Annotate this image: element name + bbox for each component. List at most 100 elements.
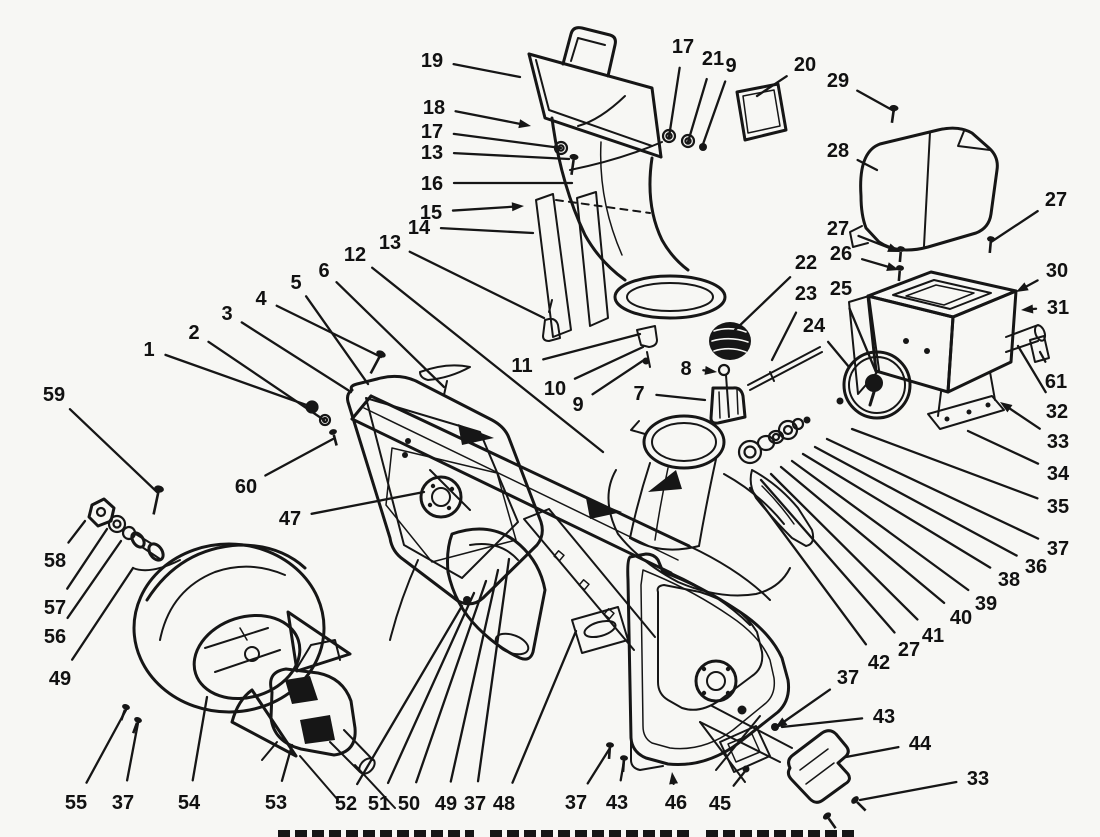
callout-57: 57 [44,597,66,619]
side-panel [606,552,790,773]
callout-22: 22 [795,252,817,274]
leader-line-21 [686,77,708,144]
callout-49: 49 [435,793,457,815]
leader-line-37 [825,437,1040,540]
bolt-icon [897,246,905,263]
bolt-icon [987,236,995,254]
leader-line-49 [449,568,500,783]
drive-wheel [836,350,912,420]
callout-35: 35 [1047,496,1069,518]
callout-6: 6 [318,260,329,282]
impeller-cover [389,469,547,661]
leader-line-40 [779,465,946,605]
callout-33: 33 [1047,431,1069,453]
callout-34: 34 [1047,463,1070,485]
callout-42: 42 [868,652,890,674]
leader-line-9 [591,358,646,396]
cutoff-caption-fragment [706,830,854,837]
leader-line-6 [335,281,446,389]
leader-line-27 [989,209,1039,244]
leader-line-27 [857,234,890,249]
leader-arrowhead-8 [704,366,717,375]
callout-17: 17 [672,36,694,58]
leader-line-13 [452,151,571,161]
discharge-chute [527,26,727,368]
leader-line-19 [452,63,522,79]
callout-13: 13 [379,232,401,254]
leader-line-20 [755,75,788,98]
callout-56: 56 [44,626,66,648]
callout-52: 52 [335,793,357,815]
leader-line-1 [164,353,314,409]
skid-brackets [699,705,867,830]
leader-line-29 [856,89,896,113]
leader-line-47 [310,490,426,515]
leader-line-48 [511,629,578,784]
leader-arrowhead-46 [669,772,679,785]
callout-15: 15 [420,202,442,224]
leader-line-55 [85,708,128,784]
bolt-icon [896,265,904,282]
callout-19: 19 [421,50,443,72]
leader-line-7 [655,393,707,402]
callout-5: 5 [290,272,301,294]
leader-line-56 [66,539,123,620]
leader-line-17 [667,66,681,139]
leader-arrowhead-31 [1021,304,1034,314]
bolt-icon [329,429,338,446]
body-outline [607,469,791,597]
callout-12: 12 [344,244,366,266]
engine-cover [849,104,999,252]
leader-line-58 [67,519,87,544]
leader-arrowhead-37 [775,717,788,728]
callout-40: 40 [950,607,972,629]
leader-line-11 [542,332,642,361]
leader-line-34 [966,429,1040,465]
leader-line-37 [586,746,612,785]
callout-27: 27 [1045,189,1067,211]
callout-7: 7 [633,383,644,405]
leader-line-37 [476,557,511,783]
leader-line-53 [280,743,294,782]
leader-arrowhead-30 [1016,282,1029,292]
callout-8: 8 [680,358,691,380]
leader-arrowhead-15 [511,202,524,212]
callout-25: 25 [830,278,852,300]
callout-23: 23 [795,283,817,305]
leader-line-12 [371,266,605,454]
bolt-icon [152,485,164,515]
leader-line-5 [304,295,370,386]
callout-43: 43 [606,792,628,814]
axle-hub [694,659,738,703]
callout-4: 4 [255,288,267,310]
callout-1: 1 [143,339,154,361]
callout-46: 46 [665,792,687,814]
leader-line-17 [452,132,563,150]
leader-line-9 [700,80,727,149]
leader-arrowhead-33 [1000,402,1013,413]
leader-line-33 [858,780,958,802]
leader-line-49 [71,566,135,661]
leader-arrowhead-18 [518,119,531,129]
callout-10: 10 [544,378,566,400]
callout-58: 58 [44,550,66,572]
callout-9: 9 [572,394,583,416]
callout-28: 28 [827,140,849,162]
leader-line-22 [733,276,792,332]
callout-3: 3 [221,303,232,325]
leader-line-37 [783,688,832,723]
leader-line-54 [191,695,209,782]
callout-27: 27 [898,639,920,661]
callout-53: 53 [265,792,287,814]
leader-line-37 [125,721,140,782]
chute-base-ring [629,414,726,551]
leader-line-43 [619,759,626,782]
leader-line-15 [451,205,514,212]
callout-43: 43 [873,706,895,728]
leader-line-28 [856,158,879,172]
callout-2: 2 [188,322,199,344]
leader-line-18 [454,110,521,125]
bolt-icon [851,796,867,812]
leader-line-42 [748,486,868,646]
